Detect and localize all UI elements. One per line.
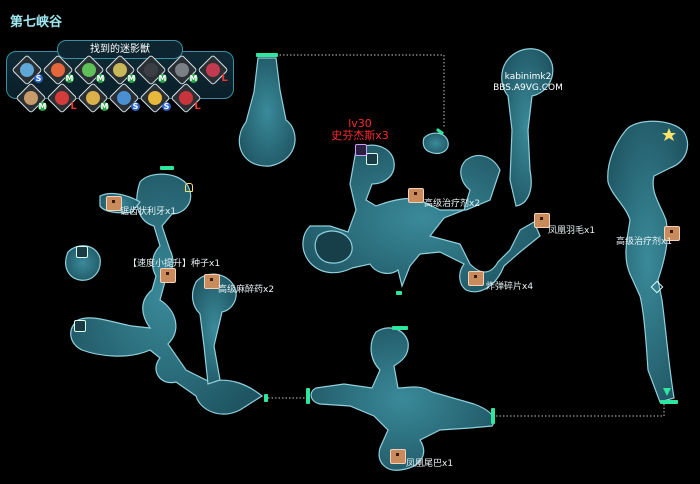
cave-ring — [314, 230, 353, 264]
cave-right-long — [607, 120, 689, 403]
cave-central — [302, 144, 541, 293]
chest-icon[interactable] — [664, 226, 680, 241]
size-badge: M — [65, 74, 74, 83]
chest-icon[interactable] — [160, 268, 176, 283]
cave-lower — [310, 327, 495, 471]
item-label: 高级麻醉药x2 — [218, 285, 275, 295]
door-left — [160, 166, 174, 170]
door-bridge — [264, 394, 268, 402]
page-title: 第七峡谷 — [10, 15, 63, 30]
item-label: 高级治疗剂x2 — [424, 199, 481, 209]
lock-icon — [185, 183, 193, 192]
cave-mid-left — [191, 273, 237, 385]
chest-icon[interactable] — [390, 449, 406, 464]
size-badge: S — [162, 102, 171, 111]
star-icon — [662, 128, 676, 141]
save-point-icon — [366, 153, 378, 165]
boss-label: lv30 史芬杰斯x3 — [330, 118, 390, 142]
watermark: kabinimk2 BBS.A9VG.COM — [493, 72, 563, 93]
size-badge: S — [34, 74, 43, 83]
door-lower-right — [491, 408, 495, 424]
door-lower-left — [306, 388, 310, 404]
arrow-down-icon — [663, 388, 671, 396]
size-badge: L — [221, 73, 228, 84]
size-badge: M — [96, 74, 105, 83]
boss-name: 史芬杰斯x3 — [331, 129, 389, 142]
item-label: 凤凰尾巴x1 — [406, 459, 454, 469]
diamond-marker-icon — [650, 280, 664, 294]
chest-icon[interactable] — [468, 271, 484, 286]
size-badge: M — [100, 102, 109, 111]
item-label: 【速度小提升】种子x1 — [128, 259, 221, 269]
cave-right-tower — [501, 48, 554, 207]
item-label: 锯齿状利牙x1 — [120, 207, 177, 217]
size-badge: M — [189, 74, 198, 83]
size-badge: L — [194, 101, 201, 112]
item-label: 凤凰羽毛x1 — [548, 226, 596, 236]
door-top — [256, 53, 278, 57]
item-label: 炸弹碎片x4 — [486, 282, 534, 292]
chest-icon[interactable] — [106, 196, 122, 211]
size-badge: M — [127, 74, 136, 83]
cave-left-upper — [70, 173, 264, 415]
door-mid — [392, 326, 408, 330]
chest-icon[interactable] — [408, 188, 424, 203]
save-point-icon — [76, 246, 88, 258]
cave-tiny — [422, 132, 449, 155]
size-badge: S — [131, 102, 140, 111]
door-small — [396, 291, 402, 295]
size-badge: M — [38, 102, 47, 111]
save-point-icon — [74, 320, 86, 332]
cave-top-pillar — [238, 57, 296, 167]
chest-icon[interactable] — [534, 213, 550, 228]
item-label: 高级治疗剂x1 — [616, 237, 673, 247]
chest-icon[interactable] — [204, 274, 220, 289]
boss-marker-icon — [355, 144, 367, 156]
door-right-bottom — [660, 400, 678, 404]
size-badge: L — [70, 101, 77, 112]
boss-level: lv30 — [348, 117, 372, 130]
size-badge: M — [158, 74, 167, 83]
